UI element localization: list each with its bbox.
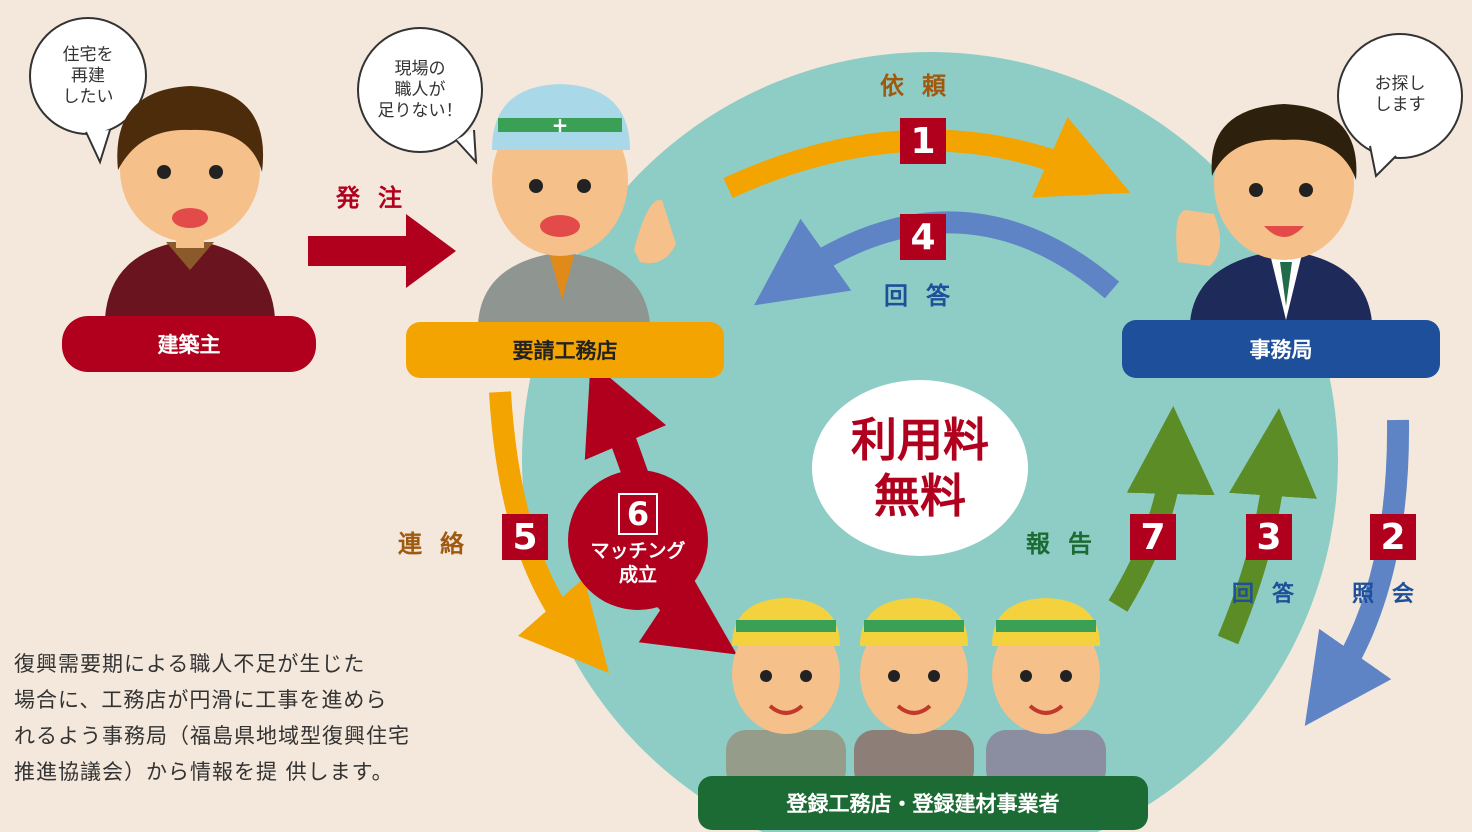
order-label: 発注 — [336, 184, 420, 212]
owner-figure — [105, 86, 275, 318]
free-line-2: 無料 — [874, 469, 966, 523]
office-figure — [1176, 104, 1372, 322]
svg-text:+: + — [552, 113, 569, 137]
inquiry-label: 照会 — [1352, 582, 1433, 607]
step-1-badge: 1 — [900, 118, 946, 164]
office-bubble-shape — [1337, 33, 1463, 179]
matching-badge: 6 マッチング 成立 — [568, 470, 708, 610]
owner-bubble-shape — [29, 17, 147, 165]
inquiry-arrow — [1304, 419, 1410, 727]
report-label: 報告 — [1026, 530, 1110, 558]
step-5-badge: 5 — [502, 514, 548, 560]
requesting-bubble-shape — [357, 27, 483, 165]
request-label: 依頼 — [880, 72, 964, 100]
step-2-badge: 2 — [1370, 514, 1416, 560]
description-text: 復興需要期による職人不足が生じた 場合に、工務店が円滑に工事を進めら れるよう事… — [14, 652, 410, 784]
matching-text: マッチング 成立 — [590, 540, 686, 586]
contact-label: 連絡 — [398, 530, 482, 558]
order-arrow — [308, 214, 456, 288]
registered-label: 登録工務店・登録建材事業者 — [698, 776, 1148, 830]
step-7-badge: 7 — [1130, 514, 1176, 560]
requesting-figure: + — [478, 84, 676, 324]
free-line-1: 利用料 — [851, 413, 989, 467]
step-6-number: 6 — [618, 493, 658, 535]
office-speech: お探し します — [1374, 74, 1426, 115]
step-4-badge: 4 — [900, 214, 946, 260]
answer-arrow — [754, 211, 1120, 306]
owner-speech: 住宅を 再建 したい — [62, 44, 114, 107]
worker-figure-3 — [986, 598, 1106, 790]
worker-figure-1 — [726, 598, 846, 790]
answer-label: 回答 — [884, 282, 968, 310]
free-usage-circle: 利用料 無料 — [812, 380, 1028, 556]
owner-label: 建築主 — [62, 316, 316, 372]
reply-label: 回答 — [1232, 582, 1313, 607]
step-3-badge: 3 — [1246, 514, 1292, 560]
requesting-speech: 現場の 職人が 足りない！ — [377, 58, 463, 121]
worker-figure-2 — [854, 598, 974, 790]
office-label: 事務局 — [1122, 320, 1440, 378]
requesting-contractor-label: 要請工務店 — [406, 322, 724, 378]
